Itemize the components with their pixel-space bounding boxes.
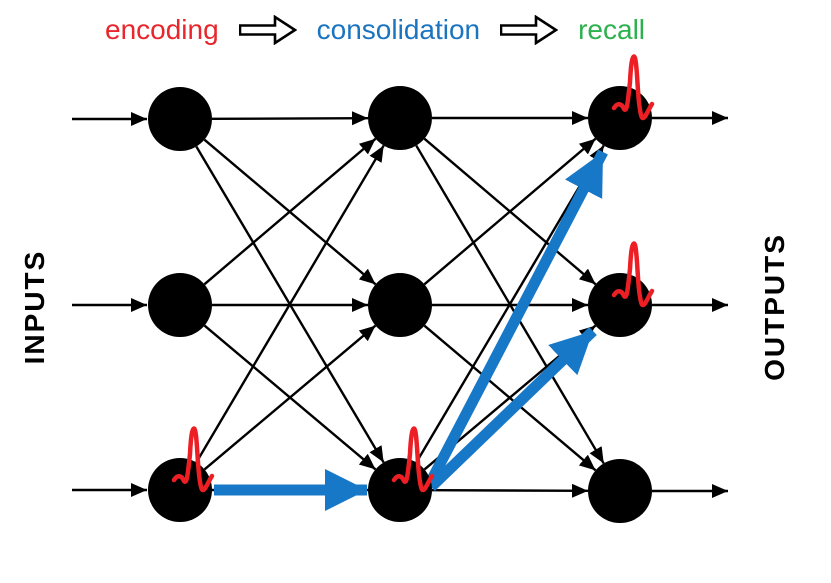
spike-trace-hidden-3: [391, 426, 435, 493]
inputs-label: INPUTS: [19, 249, 50, 365]
neuron-hidden-1: [368, 86, 432, 150]
neuron-output-1: [588, 86, 652, 150]
consolidation-arrow-hidden-3-output-2: [427, 327, 597, 491]
synapse-edge-input-3-hidden-2: [203, 324, 377, 471]
stage-label-recall: recall: [578, 14, 646, 45]
outputs-label: OUTPUTS: [759, 233, 790, 381]
synapse-edge-hidden-3-output-3: [431, 483, 589, 498]
spike-trace-input-3: [171, 426, 215, 493]
consolidation-arrow-hidden-3-output-1: [424, 149, 608, 488]
flow-arrow-icon: [238, 15, 297, 45]
neuron-output-2: [588, 273, 652, 337]
stage-label-consolidation: consolidation: [316, 14, 481, 45]
neuron-hidden-3: [368, 458, 432, 522]
neuron-input-3: [148, 458, 212, 522]
spike-trace-output-2: [611, 241, 655, 308]
flow-arrow-icon: [500, 15, 559, 45]
synapse-edge-input-2-hidden-1: [203, 137, 377, 286]
stage-label-encoding: encoding: [105, 14, 219, 45]
synapse-edge-input-3-hidden-1: [195, 144, 385, 464]
stage-legend: encoding consolidation recall: [105, 12, 645, 48]
synapse-edge-input-1-hidden-1: [211, 111, 369, 126]
neuron-output-3: [588, 459, 652, 523]
neuron-hidden-2: [368, 273, 432, 337]
neuron-input-2: [148, 273, 212, 337]
neuron-input-1: [148, 87, 212, 151]
spike-trace-output-1: [611, 54, 655, 121]
